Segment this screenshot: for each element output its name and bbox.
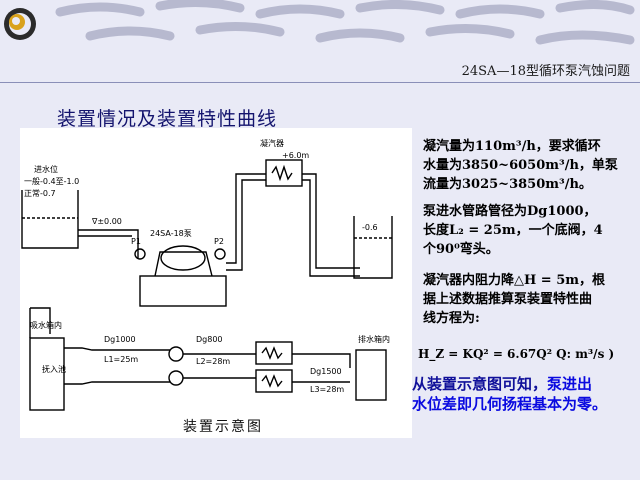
swirl-logo-icon xyxy=(4,8,36,40)
svg-text:P2: P2 xyxy=(214,237,224,246)
svg-text:L3=28m: L3=28m xyxy=(310,385,344,394)
svg-text:24SA-18泵: 24SA-18泵 xyxy=(150,229,192,238)
svg-text:进水位: 进水位 xyxy=(34,164,58,174)
header-divider xyxy=(0,82,640,83)
schematic-svg: 进水位 一般-0.4至-1.0 正常-0.7 ∇±0.00 24SA-18泵 P… xyxy=(21,138,393,411)
pump-base xyxy=(139,275,227,307)
svg-text:L2=28m: L2=28m xyxy=(196,357,230,366)
svg-text:Dg800: Dg800 xyxy=(196,335,223,344)
system-curve-formula: H_Z = KQ² = 6.67Q² Q: m³/s ) xyxy=(418,347,615,361)
conclusion-text: 从装置示意图可知，泵进出水位差即几何扬程基本为零。 xyxy=(412,375,608,413)
svg-text:凝汽器: 凝汽器 xyxy=(260,138,284,148)
svg-text:L1=25m: L1=25m xyxy=(104,355,138,364)
left-tank xyxy=(21,190,79,249)
slide-subtitle: 24SA—18型循环泵汽蚀问题 xyxy=(461,64,630,79)
condenser-box xyxy=(265,159,303,187)
diagram-caption: 装置示意图 xyxy=(183,419,263,435)
outlet-block xyxy=(355,349,387,401)
paragraph-resistance: 凝汽器内阻力降△H = 5m，根据上述数据推算泵装置特性曲线方程为: xyxy=(423,273,606,326)
inlet-block xyxy=(29,337,65,411)
right-tank xyxy=(353,216,393,279)
svg-text:∇±0.00: ∇±0.00 xyxy=(91,217,122,226)
svg-text:一般-0.4至-1.0: 一般-0.4至-1.0 xyxy=(24,176,79,186)
installation-diagram: 进水位 一般-0.4至-1.0 正常-0.7 ∇±0.00 24SA-18泵 P… xyxy=(20,128,412,438)
svg-text:Dg1000: Dg1000 xyxy=(104,335,136,344)
svg-text:抚入池: 抚入池 xyxy=(42,364,66,374)
svg-text:正常-0.7: 正常-0.7 xyxy=(24,189,56,198)
paragraph-flow: 凝汽量为110m³/h，要求循环水量为3850~6050m³/h，单泵流量为30… xyxy=(423,139,618,192)
slide-title: 装置情况及装置特性曲线 xyxy=(57,108,278,130)
svg-text:Dg1500: Dg1500 xyxy=(310,367,342,376)
svg-text:吸水箱内: 吸水箱内 xyxy=(30,320,62,330)
svg-text:P1: P1 xyxy=(131,237,141,246)
svg-text:+6.0m: +6.0m xyxy=(282,151,309,160)
svg-text:-0.6: -0.6 xyxy=(362,223,378,232)
decorative-header-graphic xyxy=(0,0,640,60)
svg-text:排水箱内: 排水箱内 xyxy=(358,334,390,344)
